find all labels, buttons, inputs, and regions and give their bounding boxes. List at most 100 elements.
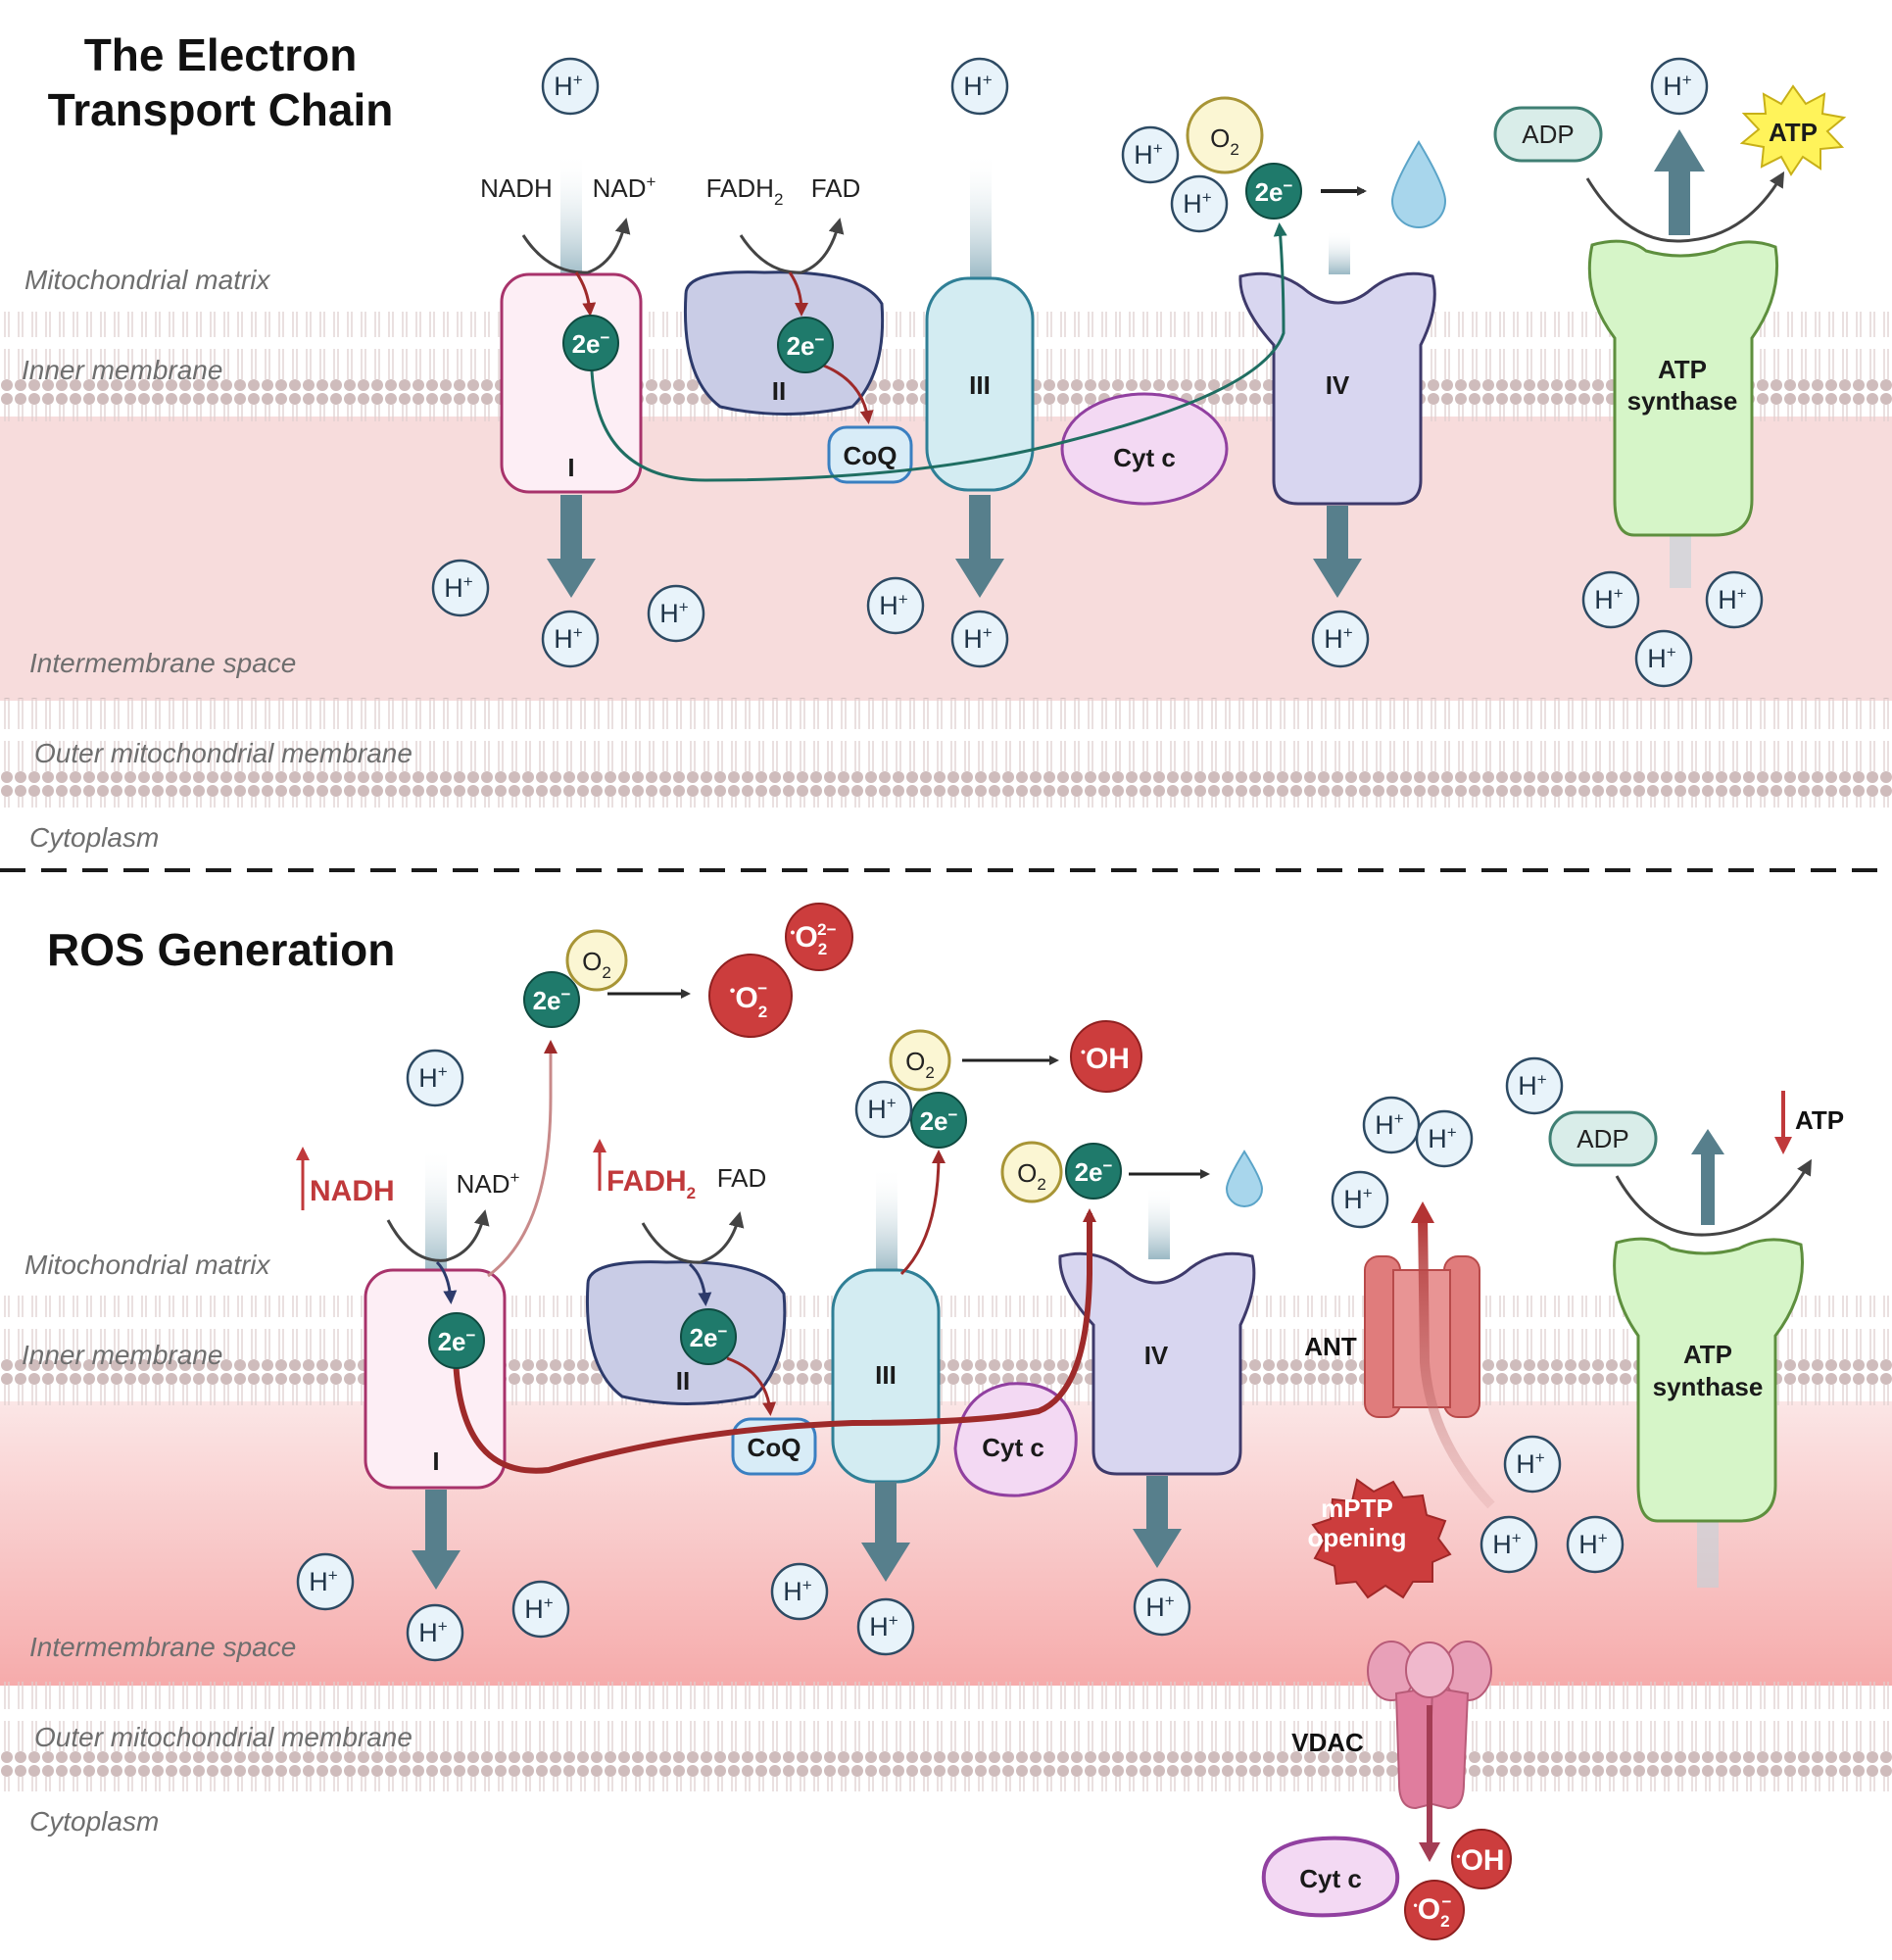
bottom-label-matrix: Mitochondrial matrix xyxy=(24,1250,271,1280)
top-fadh2: FADH2 xyxy=(706,173,784,209)
top-panel: The Electron Transport Chain Mitochondri… xyxy=(0,29,1892,853)
svg-text:2e−: 2e− xyxy=(572,328,610,359)
top-adp: ADP xyxy=(1493,106,1603,163)
top-cytc-label: Cyt c xyxy=(1113,443,1176,472)
bottom-electron-leak-c1: 2e− xyxy=(523,971,580,1028)
bottom-vdac xyxy=(1367,1641,1492,1810)
top-title-line1: The Electron xyxy=(84,29,358,80)
bottom-atp-synthase-arrow xyxy=(1691,1129,1724,1225)
bottom-nadh-up: NADH xyxy=(296,1147,395,1210)
svg-text:•OH: •OH xyxy=(1456,1844,1504,1877)
top-electron-c2: 2e− xyxy=(777,317,834,373)
bottom-proton-label: H+ xyxy=(1145,1592,1175,1622)
top-complex-1-label: I xyxy=(567,453,574,482)
svg-text:Cyt c: Cyt c xyxy=(1299,1864,1362,1893)
bottom-proton-circle xyxy=(406,1049,464,1107)
top-proton-label: H+ xyxy=(1134,139,1163,170)
bottom-proton-circle xyxy=(1362,1096,1421,1154)
bottom-proton-circle xyxy=(1133,1578,1191,1637)
bottom-superoxide-cyto: •O2− xyxy=(1404,1880,1465,1940)
top-proton-circle xyxy=(866,576,925,635)
top-complex-3-label: III xyxy=(969,370,991,400)
bottom-proton-circle xyxy=(1415,1109,1474,1168)
bottom-proton-label: H+ xyxy=(309,1566,338,1596)
top-proton-label: H+ xyxy=(1647,643,1676,673)
top-electron-c1: 2e− xyxy=(562,315,619,371)
top-water-drop-icon xyxy=(1390,140,1447,228)
bottom-o2-c3: O2 xyxy=(889,1029,951,1092)
top-stalk-c3 xyxy=(970,152,992,279)
top-proton-label: H+ xyxy=(1324,623,1353,654)
top-proton-circle xyxy=(541,57,600,116)
bottom-complex-2-label: II xyxy=(676,1366,690,1396)
svg-text:2e−: 2e− xyxy=(690,1322,728,1352)
bottom-ant-proton-arrow xyxy=(1418,1214,1495,1509)
top-proton-label: H+ xyxy=(1663,71,1692,101)
svg-text:mPTP: mPTP xyxy=(1321,1494,1393,1523)
bottom-electron-c4: 2e− xyxy=(1065,1143,1122,1200)
bottom-proton-circle xyxy=(1503,1435,1562,1494)
bottom-adp-atp-arrow xyxy=(1615,1158,1812,1237)
top-proton-circle xyxy=(541,610,600,668)
bottom-c2-coq-arrow xyxy=(726,1356,777,1416)
top-label-outer: Outer mitochondrial membrane xyxy=(34,738,412,768)
svg-text:2e−: 2e− xyxy=(533,985,571,1015)
bottom-cytc-label: Cyt c xyxy=(982,1433,1044,1462)
bottom-electron-path xyxy=(453,1208,1096,1474)
top-proton-label: H+ xyxy=(554,623,583,654)
bottom-label-ims: Intermembrane space xyxy=(29,1632,296,1662)
top-o2: O2 xyxy=(1186,96,1264,174)
svg-text:•O2−: •O2− xyxy=(1414,1892,1452,1931)
svg-text:2e−: 2e− xyxy=(1255,176,1293,207)
bottom-electron-leak-c3: 2e− xyxy=(910,1092,967,1149)
svg-text:•O22−: •O22− xyxy=(790,920,836,958)
top-complex-3 xyxy=(925,276,1035,492)
bottom-proton-label: H+ xyxy=(1578,1529,1608,1559)
bottom-inner-membrane xyxy=(0,1296,1892,1405)
bottom-proton-circle xyxy=(296,1552,355,1611)
top-proton-circle xyxy=(1634,629,1693,688)
top-proton-circle xyxy=(1650,57,1709,116)
bottom-c1-leak-arrow xyxy=(487,1040,558,1278)
bottom-electron-c2: 2e− xyxy=(680,1308,737,1365)
top-c2-coq-arrow xyxy=(820,363,874,424)
top-proton-circle xyxy=(950,610,1009,668)
svg-text:2e−: 2e− xyxy=(1075,1156,1113,1187)
bottom-stalk-c1 xyxy=(425,1147,447,1274)
top-complex-4-label: IV xyxy=(1326,370,1350,400)
bottom-proton-label: H+ xyxy=(418,1062,448,1093)
bottom-fadh2-electron-arrow xyxy=(688,1262,712,1306)
bottom-adp: ADP xyxy=(1548,1110,1658,1167)
top-proton-label: H+ xyxy=(1594,584,1624,614)
top-proton-label: H+ xyxy=(963,71,993,101)
bottom-nadh-arrow xyxy=(386,1209,490,1262)
svg-text:2e−: 2e− xyxy=(787,330,825,361)
bottom-proton-circle xyxy=(854,1080,913,1139)
bottom-stalk-c3 xyxy=(876,1166,897,1274)
top-proton-circle xyxy=(1311,610,1370,668)
top-atp-synthase-label2: synthase xyxy=(1627,386,1738,416)
top-atp-burst: ATP xyxy=(1739,84,1847,176)
bottom-nadh-electron-arrow xyxy=(435,1260,458,1304)
bottom-mptp-burst: mPTP opening xyxy=(1307,1478,1452,1599)
bottom-c3-leak-arrow xyxy=(899,1150,946,1276)
top-pump-arrow-c3 xyxy=(955,495,1004,598)
bottom-atp-synthase xyxy=(1613,1237,1805,1523)
bottom-ant xyxy=(1364,1255,1480,1418)
bottom-proton-label: H+ xyxy=(1492,1529,1522,1559)
top-atp-synthase-label1: ATP xyxy=(1658,355,1707,384)
svg-text:O2: O2 xyxy=(1017,1158,1046,1194)
top-proton-label: H+ xyxy=(963,623,993,654)
svg-text:ATP: ATP xyxy=(1769,118,1818,147)
top-label-inner: Inner membrane xyxy=(22,355,222,385)
bottom-vdac-arrowhead xyxy=(1419,1842,1440,1862)
bottom-label-inner: Inner membrane xyxy=(22,1340,222,1370)
svg-text:•OH: •OH xyxy=(1081,1043,1130,1075)
svg-text:ATP: ATP xyxy=(1795,1105,1844,1135)
top-proton-circle xyxy=(950,57,1009,116)
bottom-nad: NAD+ xyxy=(457,1168,520,1199)
bottom-atp-down: ATP xyxy=(1774,1091,1844,1154)
top-electron-c4: 2e− xyxy=(1245,163,1302,220)
bottom-complex-3-label: III xyxy=(875,1360,897,1390)
